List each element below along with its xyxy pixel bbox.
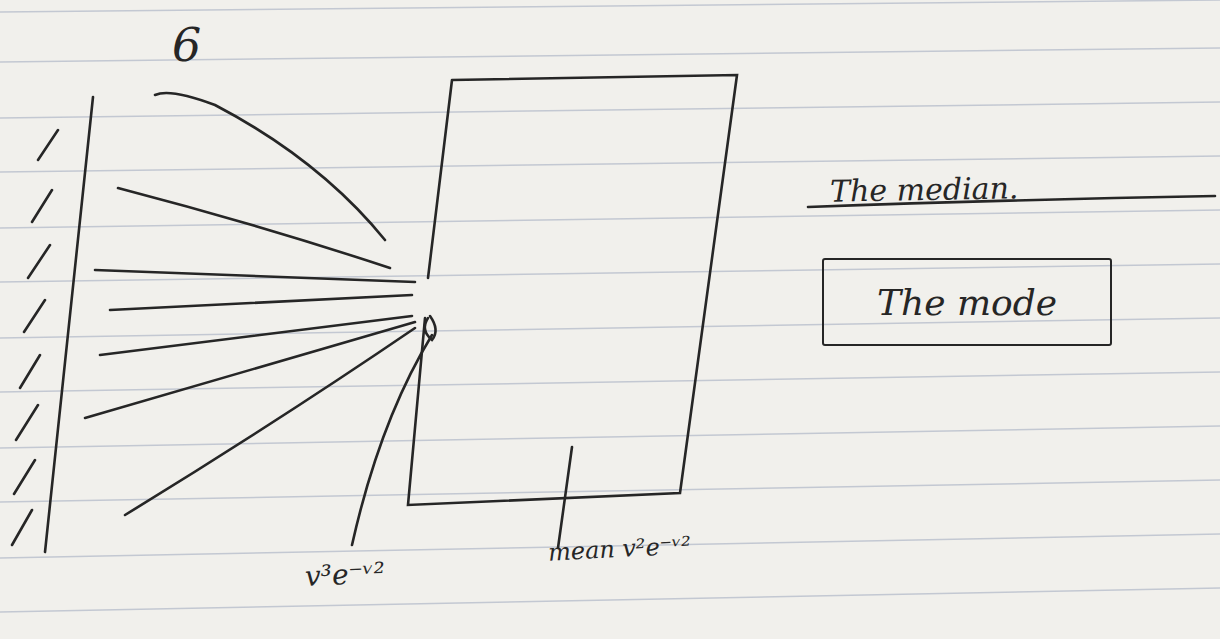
- ray-line: [110, 295, 412, 310]
- handwritten-note: v³e⁻ᵛ²: [304, 556, 386, 593]
- ray-line: [95, 270, 415, 282]
- ray-line: [118, 188, 390, 268]
- callout-number: 6: [172, 18, 201, 72]
- ruled-lines: [0, 0, 1220, 612]
- wall-hatching: [12, 130, 58, 545]
- ray-line: [85, 322, 415, 418]
- ruled-line: [0, 156, 1220, 172]
- ruled-line: [0, 588, 1220, 612]
- handwritten-note: The median.: [830, 170, 1019, 208]
- ruled-line: [0, 102, 1220, 118]
- ray-line: [125, 328, 415, 515]
- ruled-line: [0, 426, 1220, 448]
- ray-line: [155, 93, 385, 240]
- answer-text: The mode: [877, 282, 1057, 323]
- container-box: [408, 75, 737, 505]
- ruled-line: [0, 0, 1220, 12]
- handwritten-note: mean v²e⁻ᵛ²: [547, 531, 691, 566]
- leader-line: [558, 447, 572, 548]
- ruled-line: [0, 264, 1220, 282]
- leader-line: [352, 335, 432, 545]
- ink-strokes: [12, 75, 1215, 552]
- wall-line: [45, 97, 93, 552]
- boxed-answer: The mode: [822, 258, 1112, 346]
- ruled-line: [0, 210, 1220, 228]
- ruled-line: [0, 480, 1220, 502]
